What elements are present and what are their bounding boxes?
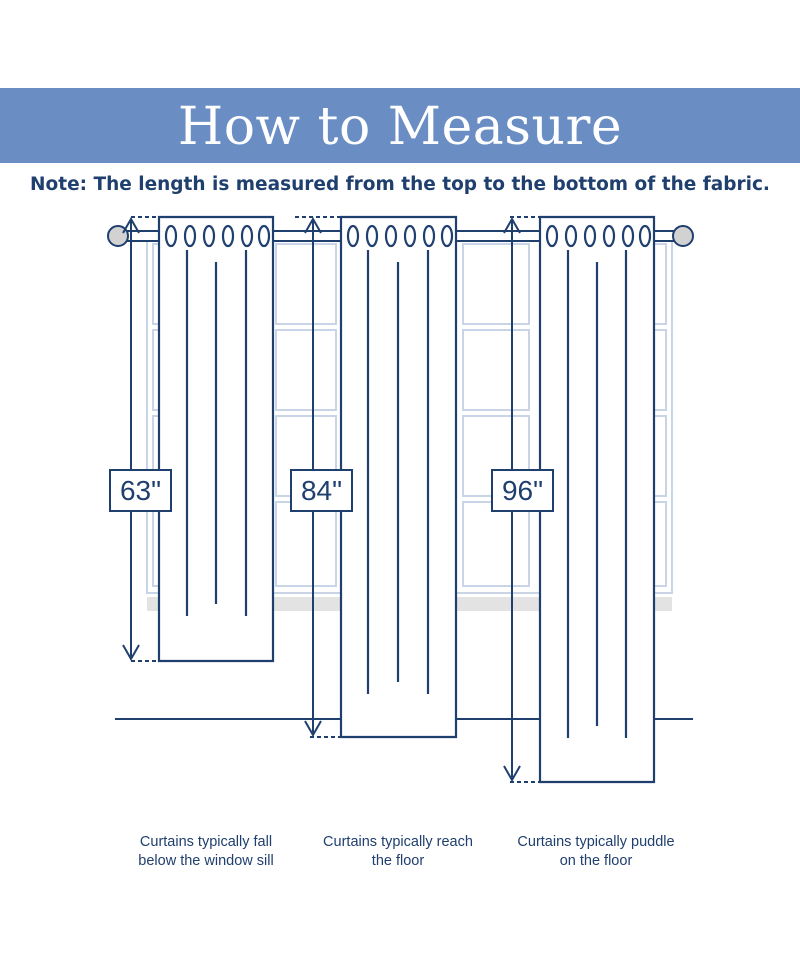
caption-84: Curtains typically reach the floor — [303, 833, 493, 871]
grommet-rings — [164, 224, 271, 248]
curtain-panel-84 — [339, 215, 458, 739]
caption-96: Curtains typically puddle on the floor — [501, 833, 691, 871]
curtain-panel-96 — [538, 215, 656, 784]
length-label-96: 96" — [491, 469, 554, 512]
grommet-rings — [545, 224, 652, 248]
caption-84-line2: the floor — [371, 853, 425, 869]
length-label-84: 84" — [290, 469, 353, 512]
length-label-63-text: 63" — [120, 475, 161, 506]
length-label-96-text: 96" — [502, 475, 543, 506]
length-label-63: 63" — [109, 469, 172, 512]
title-banner: How to Measure — [0, 88, 800, 163]
caption-63: Curtains typically fall below the window… — [111, 833, 301, 871]
rod-finial-right — [672, 225, 694, 247]
caption-63-line1: Curtains typically fall — [139, 834, 273, 850]
curtain-panel-63 — [157, 215, 275, 663]
length-label-84-text: 84" — [301, 475, 342, 506]
caption-63-line2: below the window sill — [138, 853, 274, 869]
page-title: How to Measure — [177, 96, 623, 157]
caption-84-line1: Curtains typically reach — [323, 834, 473, 850]
caption-96-line2: on the floor — [559, 853, 633, 869]
measure-arrow-63 — [122, 216, 159, 662]
grommet-rings — [346, 224, 454, 248]
measurement-note: Note: The length is measured from the to… — [30, 174, 770, 195]
caption-96-line1: Curtains typically puddle — [517, 834, 675, 850]
